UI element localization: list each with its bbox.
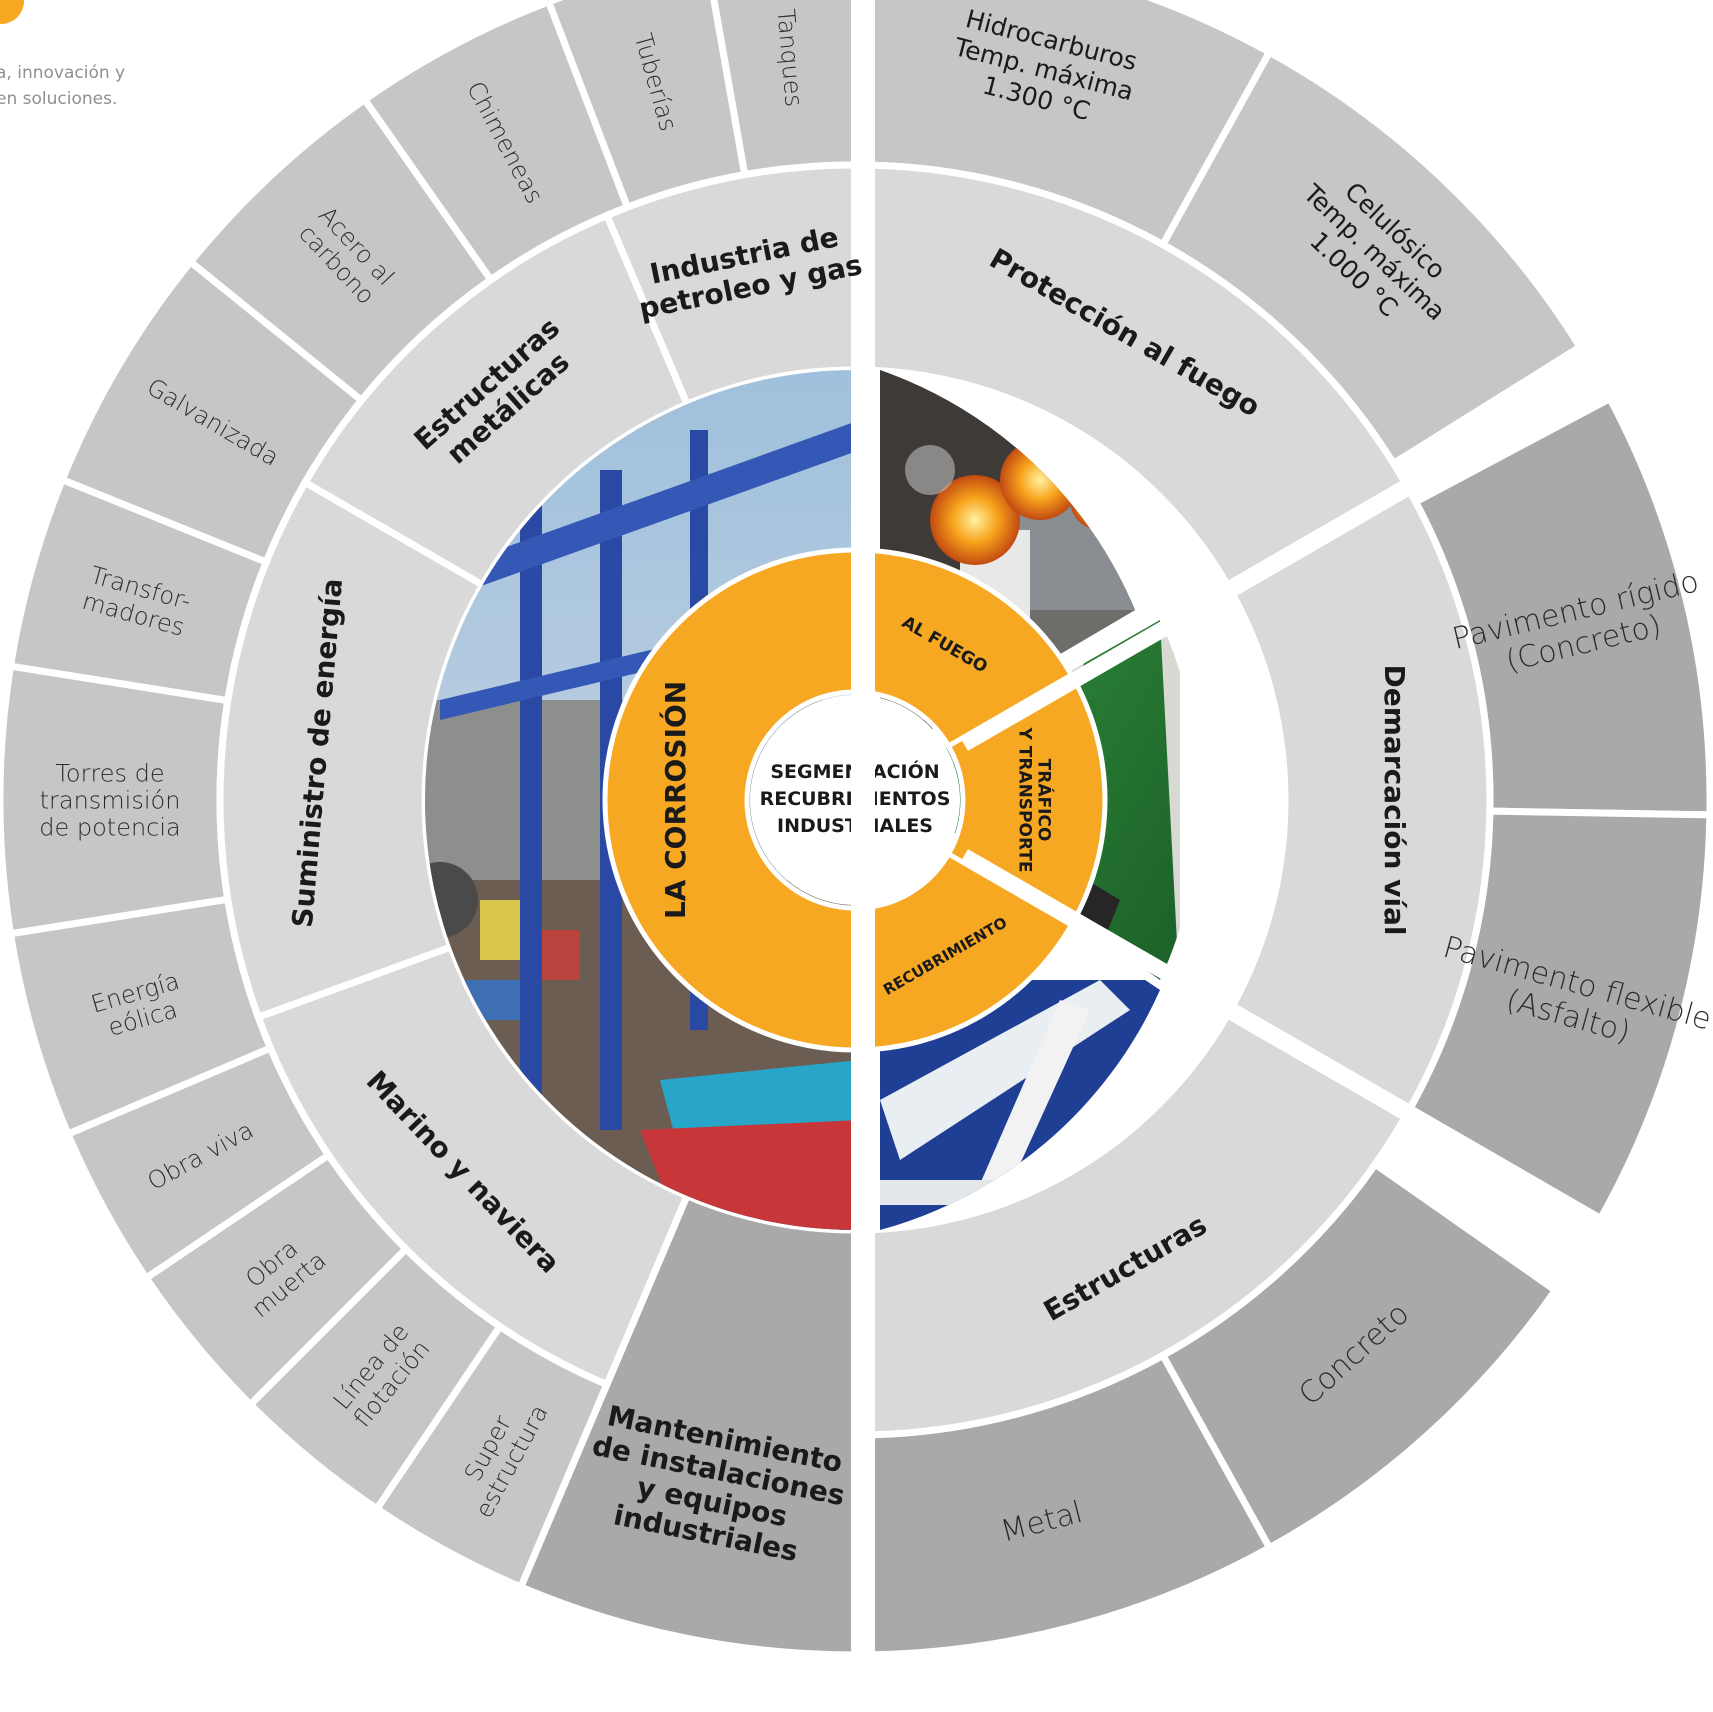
- segment-divider: [959, 849, 1651, 1257]
- tagline-line-1: a, innovación y: [0, 63, 126, 83]
- svg-text:Torres de: Torres de: [55, 759, 164, 787]
- segment-divider: [959, 343, 1651, 751]
- svg-text:de potencia: de potencia: [39, 813, 181, 841]
- svg-text:LA CORROSIÓN: LA CORROSIÓN: [658, 681, 692, 919]
- core-label-corrosion: LA CORROSIÓN: [658, 681, 692, 919]
- segment-label-demarcacion: Demarcación víal: [1378, 664, 1411, 935]
- svg-text:TRÁFICO: TRÁFICO: [1034, 759, 1056, 842]
- svg-text:Demarcación víal: Demarcación víal: [1378, 664, 1411, 935]
- svg-text:Y TRANSPORTE: Y TRANSPORTE: [1015, 727, 1035, 873]
- tagline-line-2: en soluciones.: [0, 89, 118, 109]
- core-corrosion: [602, 547, 858, 1053]
- middle-ring: [216, 161, 1494, 1439]
- center-divider: [851, 0, 875, 1712]
- divider-lines: [851, 0, 1651, 1712]
- segment-proteccion: [851, 161, 1410, 590]
- tagline: a, innovación y en soluciones.: [0, 60, 176, 112]
- svg-text:transmisión: transmisión: [40, 786, 181, 814]
- core-fuego: [852, 547, 1075, 750]
- outer-ring: [0, 0, 1710, 1655]
- core-ring: [602, 547, 1108, 1053]
